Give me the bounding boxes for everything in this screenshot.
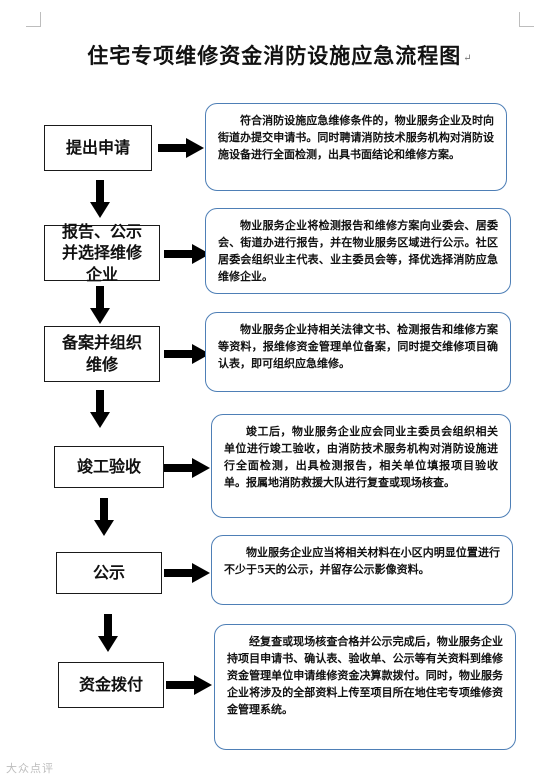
right-arrow-icon <box>164 244 210 264</box>
down-arrow-icon <box>94 498 114 536</box>
step-label: 报告、公示并选择维修企业 <box>61 221 142 284</box>
right-arrow-icon <box>164 458 210 478</box>
step-description-file-and-repair: 物业服务企业持相关法律文书、检测报告和维修方案等资料，报维修资金管理单位备案，同… <box>205 312 511 392</box>
down-arrow-icon <box>90 286 110 324</box>
step-description-publicize: 物业服务企业应当将相关材料在小区内明显位置进行不少于5天的公示，并留存公示影像资… <box>211 535 513 605</box>
step-box-publicize: 公示 <box>56 552 162 594</box>
down-arrow-icon <box>98 614 118 652</box>
step-label: 备案并组织维修 <box>62 333 143 374</box>
right-arrow-icon <box>164 344 210 364</box>
paragraph-mark-icon: ↵ <box>463 53 473 64</box>
step-box-completion-acceptance: 竣工验收 <box>54 446 164 488</box>
step-description-completion-acceptance: 竣工后，物业服务企业应会同业主委员会组织相关单位进行竣工验收，由消防技术服务机构… <box>211 414 511 518</box>
watermark: 大众点评 <box>6 762 54 775</box>
page-title: 住宅专项维修资金消防设施应急流程图↵ <box>0 40 560 70</box>
step-description-report-publicize-select: 物业服务企业将检测报告和维修方案向业委会、居委会、街道办进行报告，并在物业服务区… <box>205 208 511 294</box>
step-description-submit-application: 符合消防设施应急维修条件的，物业服务企业及时向街道办提交申请书。同时聘请消防技术… <box>205 103 507 191</box>
step-label: 竣工验收 <box>76 457 141 477</box>
step-description-fund-disbursement: 经复查或现场核查合格并公示完成后，物业服务企业持项目申请书、确认表、验收单、公示… <box>214 624 516 750</box>
step-box-file-and-repair: 备案并组织维修 <box>44 326 160 382</box>
crop-mark-top-left <box>26 12 41 27</box>
step-box-report-publicize-select: 报告、公示并选择维修企业 <box>44 222 160 284</box>
step-box-fund-disbursement: 资金拨付 <box>58 662 164 708</box>
step-label: 提出申请 <box>65 138 130 158</box>
down-arrow-icon <box>90 180 110 218</box>
step-box-submit-application: 提出申请 <box>44 125 152 171</box>
step-label: 资金拨付 <box>78 675 143 695</box>
page-title-text: 住宅专项维修资金消防设施应急流程图 <box>87 43 462 68</box>
step-label: 公示 <box>92 563 125 583</box>
right-arrow-icon <box>158 138 204 158</box>
right-arrow-icon <box>166 675 212 695</box>
right-arrow-icon <box>164 563 210 583</box>
crop-mark-top-right <box>519 12 534 27</box>
down-arrow-icon <box>90 390 110 428</box>
